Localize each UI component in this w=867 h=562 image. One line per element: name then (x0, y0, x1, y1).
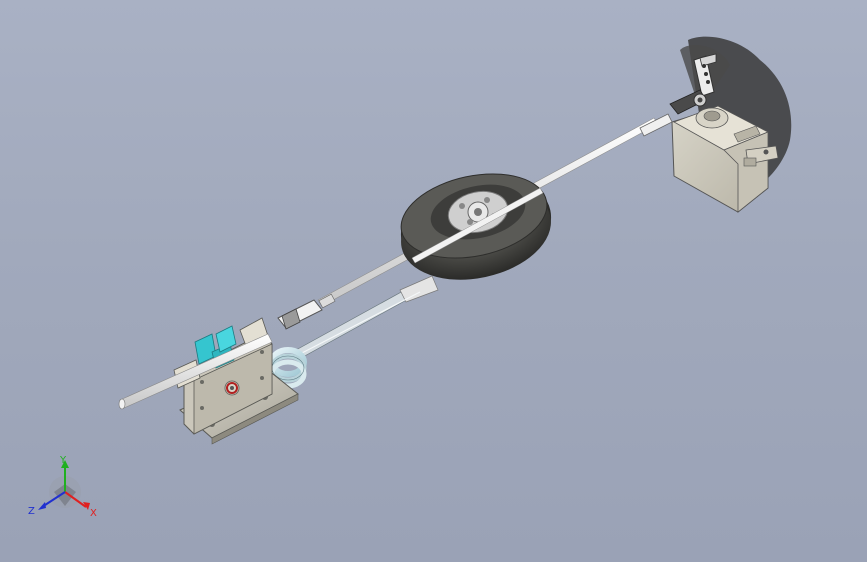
z-axis-label: Z (28, 506, 35, 517)
y-axis-label: Y (59, 455, 67, 466)
view-triad[interactable]: Y Z X (28, 455, 97, 519)
servo[interactable] (671, 105, 779, 213)
landing-gear-strut[interactable] (295, 275, 439, 359)
z-arrow-icon (38, 502, 46, 510)
triad-cone (54, 484, 76, 506)
x-axis (64, 491, 87, 508)
mount-bracket[interactable] (173, 317, 299, 445)
pushrod-end-fitting[interactable] (639, 113, 673, 137)
clevis[interactable] (277, 293, 336, 330)
servo-horn[interactable] (669, 53, 717, 115)
x-axis-label: X (90, 508, 97, 519)
z-axis (41, 491, 66, 508)
axle-rod[interactable] (118, 333, 273, 410)
x-arrow-icon (83, 502, 90, 510)
y-arrow-icon (61, 460, 69, 468)
